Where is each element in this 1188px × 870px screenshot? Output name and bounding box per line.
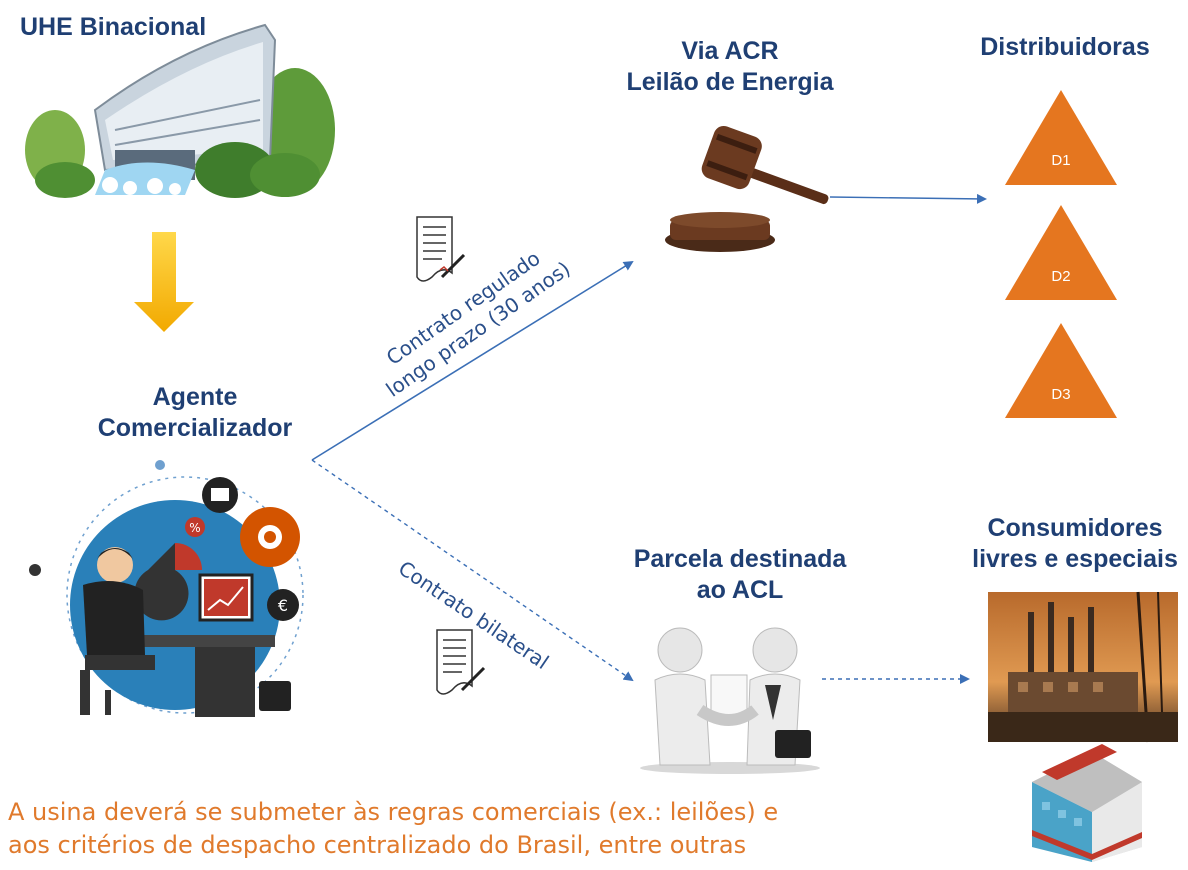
svg-text:€: € (278, 596, 288, 615)
footer-line1: A usina deverá se submeter às regras com… (8, 798, 779, 826)
distribuidoras-triangles (1005, 90, 1117, 418)
trader-illustration: % € (29, 460, 304, 717)
arrow-to-acl (311, 459, 634, 682)
d3-label: D3 (1051, 386, 1071, 403)
d1-label: D1 (1051, 152, 1071, 169)
consumidores-title-line1: Consumidores (987, 514, 1163, 542)
factory-photo (988, 591, 1178, 743)
agente-title: Agente Comercializador (80, 382, 310, 444)
agente-title-line2: Comercializador (97, 414, 293, 442)
gavel-icon (665, 125, 829, 252)
acr-title: Via ACR Leilão de Energia (605, 36, 855, 98)
bilateral-document-icon (436, 629, 486, 695)
triangle-d2 (1005, 205, 1117, 300)
contract-document-icon (416, 216, 466, 282)
agente-title-line1: Agente (152, 383, 238, 411)
distribuidoras-title: Distribuidoras (955, 32, 1175, 63)
dam-illustration (25, 23, 335, 198)
d2-label: D2 (1051, 268, 1071, 285)
arrow-to-acr (311, 260, 634, 461)
footer-line2: aos critérios de despacho centralizado d… (8, 831, 747, 859)
triangle-d1 (1005, 90, 1117, 185)
acl-title: Parcela destinada ao ACL (615, 544, 865, 606)
supermarket-illustration (1032, 744, 1142, 862)
triangle-d3 (1005, 323, 1117, 418)
down-arrow-icon (134, 232, 194, 332)
acr-title-line1: Via ACR (681, 37, 779, 65)
arrow-to-distribuidoras (829, 193, 987, 204)
consumidores-title-line2: livres e especiais (972, 545, 1178, 573)
acl-title-line1: Parcela destinada (633, 545, 847, 573)
footer-note: A usina deverá se submeter às regras com… (8, 796, 908, 862)
uhe-title: UHE Binacional (20, 12, 230, 43)
acr-title-line2: Leilão de Energia (626, 68, 834, 96)
distribuidoras-title-text: Distribuidoras (980, 33, 1150, 61)
svg-text:%: % (189, 521, 200, 535)
consumidores-title: Consumidores livres e especiais (955, 513, 1188, 575)
uhe-title-text: UHE Binacional (20, 13, 207, 41)
handshake-illustration (640, 627, 820, 774)
acl-title-line2: ao ACL (696, 576, 784, 604)
